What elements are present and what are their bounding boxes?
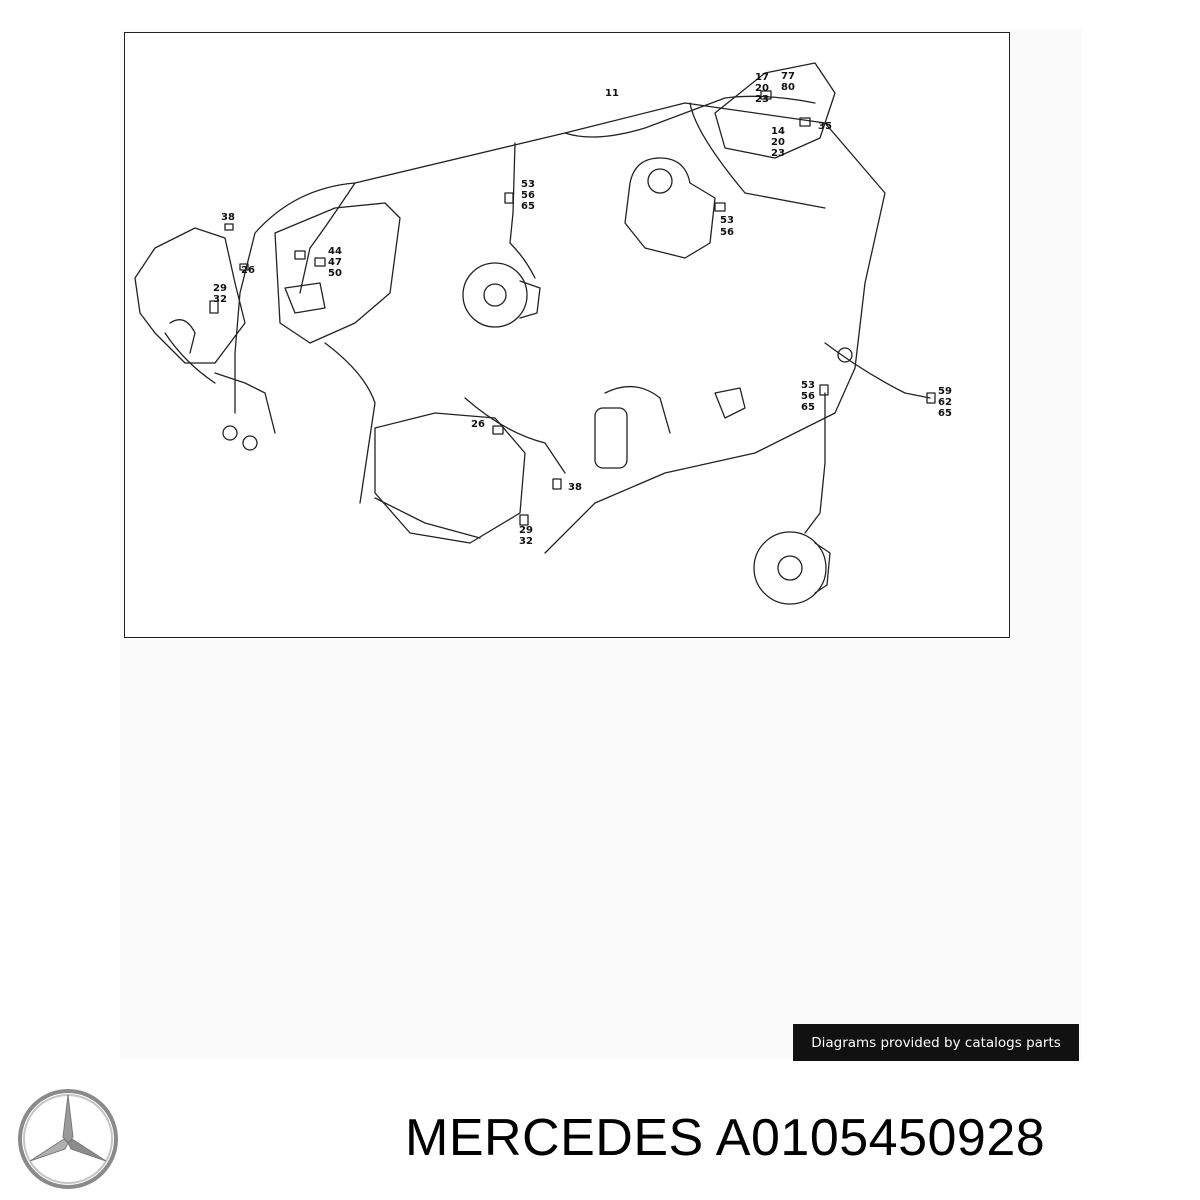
lower-bracket: [214, 372, 276, 434]
part-title: MERCEDES A0105450928: [405, 1108, 1045, 1168]
connector-wire-right: [824, 342, 931, 399]
connector-38b: [552, 478, 562, 490]
callout-38b: 38: [568, 482, 582, 493]
callout-53c: 53: [801, 380, 815, 391]
wiring-diagram: 17 20 23 77 80 11 14 20 23 35 53 56 65 5…: [124, 32, 1010, 638]
coil-wire: [604, 386, 671, 434]
ground-wire: [464, 397, 566, 474]
connector-29b: [519, 514, 529, 526]
connector-17: [760, 90, 772, 100]
connector-44: [294, 250, 306, 260]
harness-branch-top: [564, 95, 816, 138]
connector-26a: [239, 263, 249, 271]
callout-65a: 65: [521, 201, 535, 212]
connector-53c: [819, 384, 829, 396]
rear-brake-disc: [753, 531, 827, 605]
rear-caliper: [814, 542, 831, 594]
horn-right: [242, 435, 258, 451]
callout-56a: 56: [521, 190, 535, 201]
mercedes-star-icon: [18, 1089, 118, 1189]
callout-50: 50: [328, 268, 342, 279]
callout-47: 47: [328, 257, 342, 268]
front-disc-hub: [483, 283, 507, 307]
sensor-wire-rear: [804, 392, 826, 534]
callout-29a: 29: [213, 283, 227, 294]
callout-53b: 53: [720, 215, 734, 226]
connector-53a: [504, 192, 514, 204]
callout-65d: 65: [938, 408, 952, 419]
wiring-diagram-drawing: 17 20 23 77 80 11 14 20 23 35 53 56 65 5…: [134, 62, 952, 605]
brand-name: MERCEDES: [405, 1109, 704, 1167]
callout-20b: 20: [771, 137, 785, 148]
control-module: [714, 62, 836, 159]
harness-branch-inner: [299, 182, 356, 294]
connector-38a: [224, 223, 234, 231]
callout-20: 20: [755, 83, 769, 94]
connector-35: [799, 117, 811, 127]
grommet-right: [837, 347, 853, 363]
horn-part: [169, 319, 196, 354]
connector-59: [926, 392, 936, 404]
callout-56b: 56: [720, 227, 734, 238]
callout-59: 59: [938, 386, 952, 397]
callout-23b: 23: [771, 148, 785, 159]
callout-65c: 65: [801, 402, 815, 413]
callout-32b: 32: [519, 536, 533, 547]
callout-17: 17: [755, 72, 769, 83]
diagram-credit-badge: Diagrams provided by catalogs parts: [793, 1024, 1079, 1061]
reservoir-cap: [647, 168, 673, 194]
body-line-left: [324, 342, 376, 504]
front-brake-disc: [462, 262, 528, 328]
callout-35: 35: [818, 121, 832, 132]
harness-branch-right: [689, 102, 826, 209]
fender-shape: [134, 227, 246, 364]
relay-unit: [714, 387, 746, 419]
callout-23: 23: [755, 94, 769, 105]
callout-26b: 26: [471, 419, 485, 430]
sensor-wire-front: [509, 142, 536, 279]
fender-edge: [164, 332, 216, 384]
distributor: [284, 282, 326, 314]
callout-53a: 53: [521, 179, 535, 190]
callout-38a: 38: [221, 212, 235, 223]
callout-29b: 29: [519, 525, 533, 536]
callout-44: 44: [328, 246, 342, 257]
connector-47: [314, 257, 326, 267]
callout-77: 77: [781, 71, 795, 82]
callout-26a: 26: [241, 265, 255, 276]
callout-80: 80: [781, 82, 795, 93]
battery-box: [274, 202, 401, 344]
callout-11: 11: [605, 88, 619, 99]
connector-26b: [492, 425, 504, 435]
callout-32a: 32: [213, 294, 227, 305]
ignition-coil: [594, 407, 628, 469]
front-caliper: [519, 280, 541, 319]
horn-left: [222, 425, 238, 441]
part-number: A0105450928: [715, 1109, 1046, 1167]
callout-56c: 56: [801, 391, 815, 402]
engine-block: [374, 412, 526, 544]
engine-edge: [374, 497, 481, 539]
rear-disc-hub: [777, 555, 803, 581]
callout-62: 62: [938, 397, 952, 408]
main-harness: [354, 102, 886, 554]
fluid-reservoir: [624, 157, 716, 259]
harness-branch-left: [234, 182, 356, 414]
callout-14: 14: [771, 126, 785, 137]
connector-53b: [714, 202, 726, 212]
connector-29a: [209, 300, 219, 314]
